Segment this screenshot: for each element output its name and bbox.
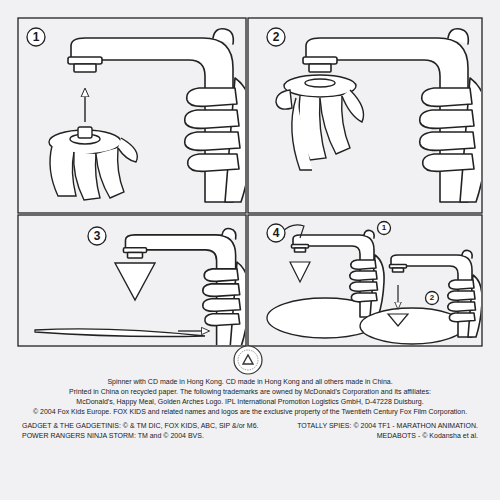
recycling-logo [234, 346, 262, 374]
illustration-line [78, 127, 92, 138]
cd-disc [360, 308, 464, 344]
illustration-line [118, 138, 137, 162]
footer-note: McDonald's, Happy Meal, Golden Arches Lo… [12, 398, 488, 406]
panel-frame [248, 215, 482, 346]
down-arrow [397, 285, 398, 306]
illustration-line [342, 90, 364, 122]
tap-with-hand [68, 29, 245, 202]
tap-with-hand [390, 250, 482, 337]
step-circle [267, 28, 285, 46]
step-four-figure [267, 225, 481, 344]
footer-note: Printed in China on recycled paper. The … [12, 388, 488, 396]
spinner-cone [290, 262, 310, 282]
step-circles [27, 28, 439, 305]
illustration-line [234, 346, 262, 374]
illustration-line [305, 79, 335, 87]
illustration-line [243, 355, 253, 364]
illustration-line [292, 98, 312, 170]
up-arrow [84, 92, 85, 122]
panel-frames [18, 18, 482, 346]
footer-note: GADGET & THE GADGETINIS: © & TM DIC, FOX… [22, 422, 258, 430]
sub-step-circle [426, 292, 439, 305]
slide-arrow [178, 330, 206, 331]
illustration-line [50, 146, 76, 196]
callout-number: 4 [273, 226, 280, 240]
footer-note: © 2004 Fox Kids Europe. FOX KIDS and rel… [12, 408, 488, 416]
sub-step-circle [378, 222, 391, 235]
callout-number: 1 [33, 30, 40, 44]
step-two-figure [276, 29, 481, 202]
step-one-figure [49, 29, 245, 202]
cd-disc [35, 329, 205, 337]
tap-with-hand [303, 29, 481, 202]
step-circle [88, 227, 106, 245]
callout-number: 1 [382, 223, 386, 233]
callout-number: 2 [273, 30, 280, 44]
spinner-cone [388, 314, 408, 326]
illustration-line [276, 90, 292, 109]
tap-with-hand [292, 230, 385, 317]
step-three-figure [35, 229, 245, 345]
spinner [49, 127, 137, 200]
footer-note: POWER RANGERS NINJA STORM: TM and © 2004… [22, 432, 204, 440]
step-circle [27, 28, 45, 46]
step-circle [267, 224, 285, 242]
callout-number: 3 [94, 229, 101, 243]
footer-note: MEDABOTS - © Kodansha et al. [377, 432, 478, 440]
footer-note: TOTALLY SPIES: © 2004 TF1 - MARATHON ANI… [297, 422, 478, 430]
footer-note: Spinner with CD made in Hong Kong. CD ma… [12, 378, 488, 386]
callout-number: 2 [430, 293, 434, 303]
illustration-line [238, 350, 258, 370]
spinner-cone [115, 263, 155, 300]
illustration-line [96, 148, 124, 198]
spinner-on-tap [276, 75, 364, 170]
